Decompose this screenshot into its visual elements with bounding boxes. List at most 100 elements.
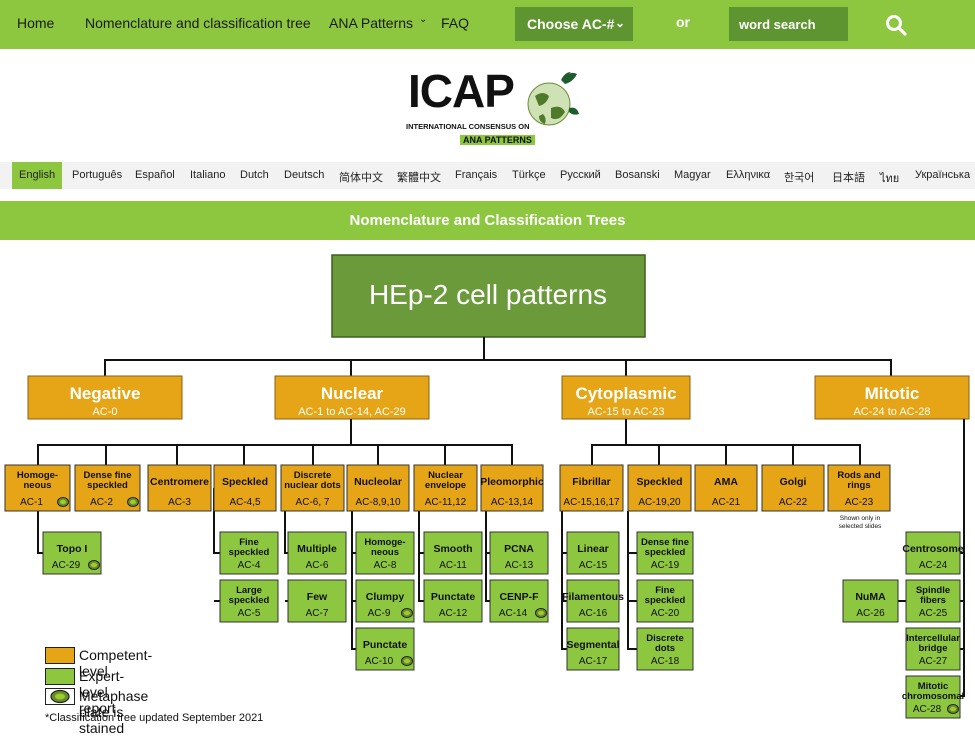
section-title: Nomenclature and Classification Trees [0, 201, 975, 240]
pattern-box-34 [905, 627, 961, 671]
pattern-label-30-1: dots [655, 643, 675, 654]
icap-logo[interactable]: ICAP INTERNATIONAL CONSENSUS ON ANA PATT… [405, 58, 585, 150]
pattern-label-6-1: envelope [425, 480, 466, 491]
lang-5[interactable]: Deutsch [284, 169, 325, 181]
pattern-code-25: AC-15 [579, 560, 608, 571]
lang-8[interactable]: Français [455, 169, 498, 181]
pattern-box-32 [905, 579, 961, 623]
pattern-code-2: AC-3 [168, 497, 191, 508]
lang-2[interactable]: Español [135, 169, 175, 181]
lang-15[interactable]: 日本語 [832, 172, 865, 184]
root-box [331, 254, 646, 338]
nav-home[interactable]: Home [17, 15, 55, 31]
pattern-box-15 [355, 627, 415, 671]
pattern-code-9: AC-4 [238, 560, 261, 571]
pattern-code-17: AC-12 [439, 608, 468, 619]
pattern-label-35-1: chromosomal [902, 691, 964, 702]
lang-13[interactable]: Ελληνικα [726, 169, 771, 181]
pattern-code-14: AC-9 [368, 608, 391, 619]
lang-14[interactable]: 한국어 [784, 172, 815, 184]
competent-swatch [45, 647, 75, 664]
pattern-label-4-1: nuclear dots [284, 480, 341, 491]
legend-metaphase-label: Metaphase plate is stained [79, 688, 149, 736]
pattern-label-2-0: Centromere [150, 476, 209, 488]
pattern-label-1-1: speckled [87, 480, 128, 491]
pattern-label-0-0: Homoge- [17, 470, 58, 481]
pattern-code-27: AC-17 [579, 656, 608, 667]
pattern-code-16: AC-11 [439, 560, 467, 571]
lang-16[interactable]: ไทย [880, 173, 900, 185]
search-input[interactable]: word search [729, 7, 848, 41]
pattern-label-26-0: Filamentous [562, 591, 624, 603]
lang-3[interactable]: Italiano [190, 169, 226, 181]
lang-0[interactable]: English [12, 162, 63, 189]
pattern-box-4 [280, 464, 345, 512]
expert-swatch [45, 667, 75, 685]
pattern-code-22: AC-21 [712, 497, 741, 508]
ac-select[interactable]: Choose AC-# ⌄ [515, 7, 633, 41]
pattern-label-28-1: speckled [645, 547, 686, 558]
pattern-code-28: AC-19 [651, 560, 680, 571]
category-box-2 [561, 375, 691, 420]
pattern-code-7: AC-13,14 [491, 497, 534, 508]
pattern-label-30-0: Discrete [646, 633, 684, 644]
legend-competent-label: Competent-level [79, 647, 153, 679]
or-label: or [676, 14, 690, 30]
pattern-code-34: AC-27 [919, 656, 948, 667]
pattern-box-7 [480, 464, 544, 512]
pattern-code-19: AC-14 [499, 608, 528, 619]
pattern-label-0-1: neous [24, 480, 52, 491]
lang-17[interactable]: Українська [915, 169, 971, 181]
logo-text: ICAP [408, 65, 515, 117]
pattern-label-4-0: Discrete [294, 470, 332, 481]
pattern-label-34-1: bridge [918, 643, 947, 654]
pattern-label-1-0: Dense fine [83, 470, 131, 481]
pattern-label-32-1: fibers [920, 595, 946, 606]
lang-11[interactable]: Bosanski [615, 169, 660, 181]
rods-note-1: selected slides [839, 523, 882, 530]
pattern-code-15: AC-10 [365, 656, 394, 667]
nav-ana-patterns[interactable]: ANA Patterns⌄ [329, 14, 428, 31]
pattern-label-19-0: CENP-F [499, 591, 539, 603]
pattern-label-13-0: Homoge- [364, 537, 405, 548]
pattern-box-9 [219, 531, 279, 575]
pattern-label-10-1: speckled [229, 595, 270, 606]
pattern-code-33: AC-26 [856, 608, 885, 619]
top-nav: Home Nomenclature and classification tre… [0, 0, 975, 49]
nav-classification-tree[interactable]: Nomenclature and classification tree [85, 15, 311, 31]
pattern-code-24: AC-23 [845, 497, 874, 508]
pattern-code-4: AC-6, 7 [296, 497, 330, 508]
lang-4[interactable]: Dutch [240, 169, 269, 181]
nav-faq[interactable]: FAQ [441, 15, 470, 31]
lang-6[interactable]: 简体中文 [339, 172, 383, 184]
category-name-0: Negative [70, 384, 141, 403]
pattern-label-32-0: Spindle [916, 585, 950, 596]
category-box-0 [27, 375, 183, 420]
pattern-box-25 [566, 531, 620, 575]
lang-9[interactable]: Türkçe [512, 169, 546, 181]
pattern-label-34-0: Intercellular [906, 633, 960, 644]
category-name-2: Cytoplasmic [575, 384, 676, 403]
pattern-label-5-0: Nucleolar [354, 476, 402, 488]
lang-7[interactable]: 繁體中文 [397, 172, 441, 184]
pattern-code-29: AC-20 [651, 608, 680, 619]
pattern-box-18 [489, 531, 549, 575]
pattern-label-9-0: Fine [239, 537, 259, 548]
pattern-code-26: AC-16 [579, 608, 608, 619]
pattern-box-6 [413, 464, 478, 512]
pattern-label-13-1: neous [371, 547, 399, 558]
category-name-3: Mitotic [865, 384, 920, 403]
pattern-label-14-0: Clumpy [366, 591, 405, 603]
lang-12[interactable]: Magyar [674, 169, 711, 181]
pattern-label-22-0: AMA [714, 476, 738, 488]
pattern-code-0: AC-1 [20, 497, 43, 508]
pattern-code-32: AC-25 [919, 608, 948, 619]
search-icon[interactable] [884, 13, 908, 37]
caret-down-icon: ⌄ [419, 14, 428, 25]
lang-10[interactable]: Русский [560, 169, 601, 181]
pattern-label-25-0: Linear [577, 543, 609, 555]
pattern-box-23 [761, 464, 825, 512]
lang-1[interactable]: Português [72, 169, 123, 181]
pattern-code-31: AC-24 [919, 560, 948, 571]
pattern-label-27-0: Segmental [566, 639, 619, 651]
